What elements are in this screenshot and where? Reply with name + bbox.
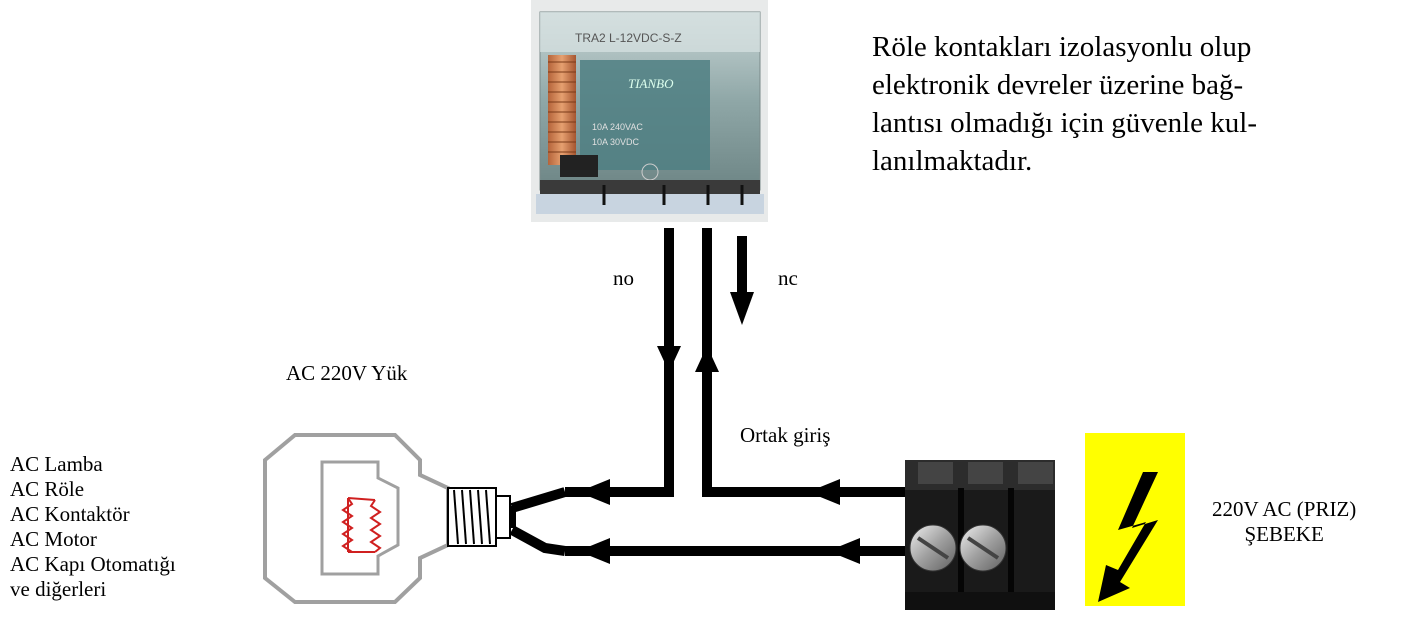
description-text: Röle kontakları izolasyonlu olup elektro… (872, 28, 1312, 180)
list-item: AC Kapı Otomatığı (10, 552, 176, 576)
nc-label: nc (778, 266, 798, 290)
load-label: AC 220V Yük (286, 361, 408, 385)
arrow-up-common (695, 346, 719, 372)
no-label: no (613, 266, 634, 290)
arrow-left-top-1 (578, 479, 610, 505)
high-voltage-icon (1085, 433, 1185, 606)
description-line: lanılmaktadır. (872, 145, 1033, 177)
terminal-block (905, 460, 1055, 610)
relay-rating-dc: 10A 30VDC (592, 137, 640, 147)
mains-label: 220V AC (PRIZ) ŞEBEKE (1212, 497, 1356, 547)
arrow-left-bottom-2 (828, 538, 860, 564)
list-item: AC Kontaktör (10, 502, 130, 526)
light-bulb-icon (263, 433, 516, 604)
arrow-left-bottom-1 (578, 538, 610, 564)
arrow-down-nc (730, 292, 754, 325)
load-types-list: AC Lamba AC Röle AC Kontaktör AC Motor A… (10, 452, 176, 602)
arrow-left-top-2 (808, 479, 840, 505)
wires (509, 228, 905, 556)
list-item: AC Motor (10, 527, 97, 551)
mains-line-2: ŞEBEKE (1244, 522, 1324, 546)
mains-line-1: 220V AC (PRIZ) (1212, 497, 1357, 521)
arrowheads (578, 292, 860, 564)
description-line: Röle kontakları izolasyonlu olup (872, 31, 1252, 63)
list-item: AC Röle (10, 477, 85, 501)
relay-marking: TRA2 L-12VDC-S-Z (575, 31, 682, 45)
relay-rating-ac: 10A 240VAC (592, 122, 643, 132)
list-item: AC Lamba (10, 452, 103, 476)
description-line: lantısı olmadığı için güvenle kul- (872, 107, 1257, 139)
common-input-label: Ortak giriş (740, 423, 830, 447)
description-line: elektronik devreler üzerine bağ- (872, 69, 1244, 101)
relay-brand: TIANBO (628, 76, 674, 91)
list-item: ve diğerleri (10, 577, 107, 601)
relay-component: TRA2 L-12VDC-S-Z TIANBO 10A 240VAC 10A 3… (531, 0, 768, 222)
arrow-down-no (657, 346, 681, 372)
